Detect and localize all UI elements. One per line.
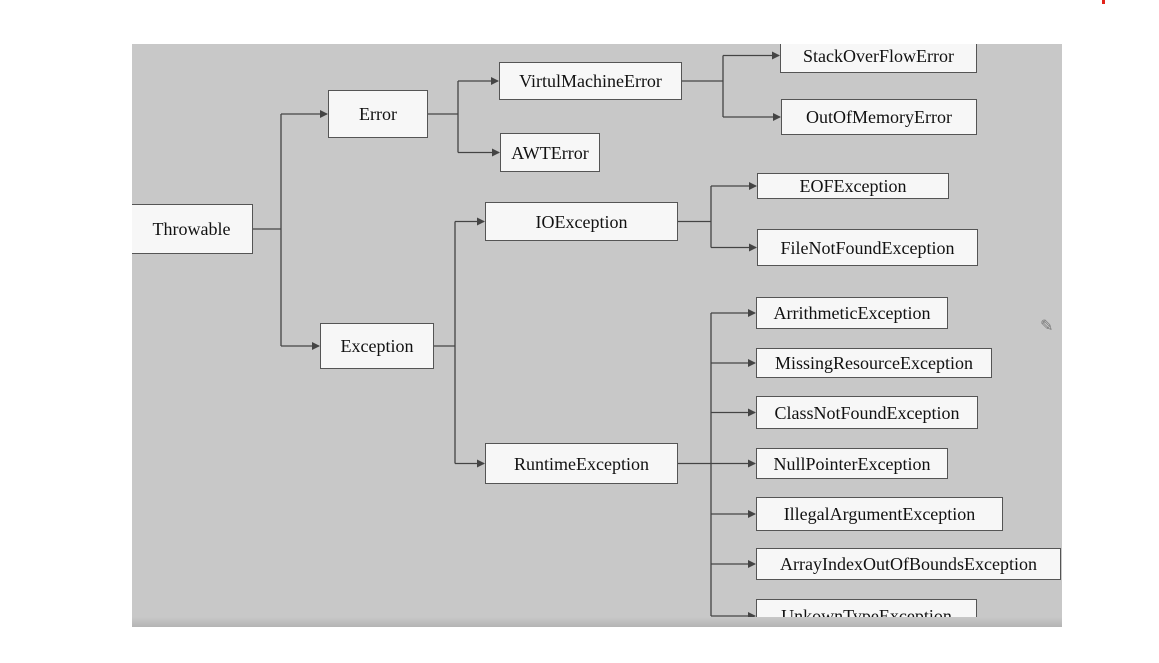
node-ioexception: IOException — [485, 202, 678, 241]
pen-cursor-icon: ✎ — [1040, 316, 1054, 335]
node-eofexception: EOFException — [757, 173, 949, 199]
node-throwable: Throwable — [132, 204, 253, 254]
node-stackoverflowerror: StackOverFlowError — [780, 44, 977, 73]
red-corner-mark — [1102, 0, 1105, 4]
node-outofmemoryerror: OutOfMemoryError — [781, 99, 977, 135]
node-virtualmachineerror: VirtulMachineError — [499, 62, 682, 100]
node-awterror: AWTError — [500, 133, 600, 172]
diagram-canvas: Throwable Error Exception VirtulMachineE… — [132, 44, 1062, 627]
node-unkowntypeexception: UnkownTypeException — [756, 599, 977, 627]
node-runtimeexception: RuntimeException — [485, 443, 678, 484]
node-arrayindexoutofboundsexception: ArrayIndexOutOfBoundsException — [756, 548, 1061, 580]
node-exception: Exception — [320, 323, 434, 369]
node-error: Error — [328, 90, 428, 138]
node-nullpointerexception: NullPointerException — [756, 448, 948, 479]
connector-lines — [253, 51, 781, 620]
node-missingresourceexception: MissingResourceException — [756, 348, 992, 378]
node-arrithmeticexception: ArrithmeticException — [756, 297, 948, 329]
node-classnotfoundexception: ClassNotFoundException — [756, 396, 978, 429]
node-illegalargumentexception: IllegalArgumentException — [756, 497, 1003, 531]
node-filenotfoundexception: FileNotFoundException — [757, 229, 978, 266]
